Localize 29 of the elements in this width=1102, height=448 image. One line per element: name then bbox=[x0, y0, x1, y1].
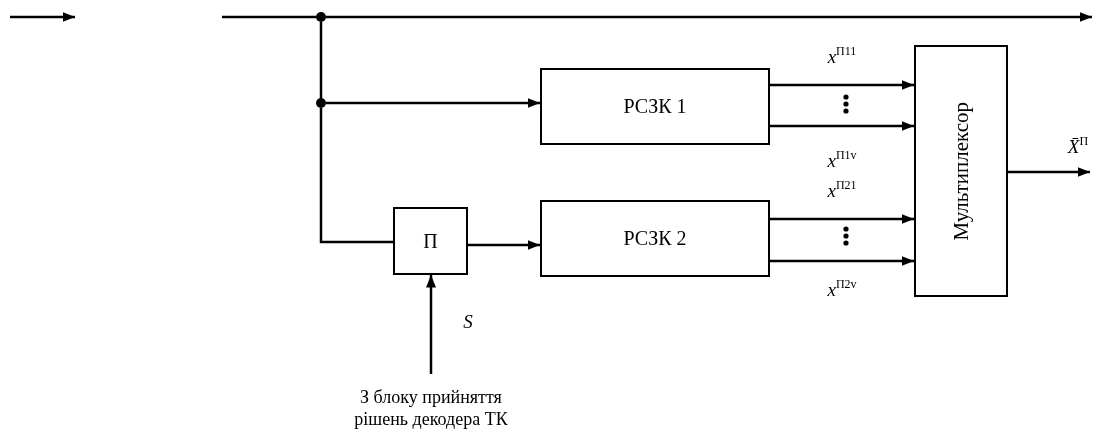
signal-label: x$^{П11}$ bbox=[827, 44, 857, 68]
arrow bbox=[770, 214, 914, 224]
signal-label: x$^{П1v}$ bbox=[827, 148, 857, 172]
signal-label: x$^{П2v}$ bbox=[827, 277, 857, 301]
arrow bbox=[426, 275, 436, 374]
signal-label: x$^{П21}$ bbox=[827, 178, 857, 202]
multiplexer-box bbox=[914, 45, 1008, 297]
arrow bbox=[770, 256, 914, 266]
arrow bbox=[770, 80, 914, 90]
arrow bbox=[468, 240, 540, 250]
arrow bbox=[326, 98, 540, 108]
signal-label: X̄$^{П}$ bbox=[1067, 134, 1089, 158]
signal-label: S bbox=[463, 311, 473, 333]
block-label: РСЗК 2 bbox=[623, 227, 687, 250]
block-box bbox=[540, 200, 770, 277]
junction-dot bbox=[316, 12, 326, 22]
block-box bbox=[540, 68, 770, 145]
block-label: Мультиплексор bbox=[948, 101, 974, 241]
block-box bbox=[393, 207, 468, 275]
arrow bbox=[770, 121, 914, 131]
connector-line bbox=[319, 22, 323, 98]
junction-dot bbox=[316, 98, 326, 108]
block-label: РСЗК 1 bbox=[623, 95, 687, 118]
connector-line bbox=[319, 108, 393, 244]
arrow bbox=[326, 12, 1092, 22]
source-text: З блоку прийняття рішень декодера ТК bbox=[335, 374, 527, 444]
arrow bbox=[1008, 167, 1090, 177]
connector-line bbox=[222, 15, 316, 19]
block-label: П bbox=[423, 229, 438, 253]
